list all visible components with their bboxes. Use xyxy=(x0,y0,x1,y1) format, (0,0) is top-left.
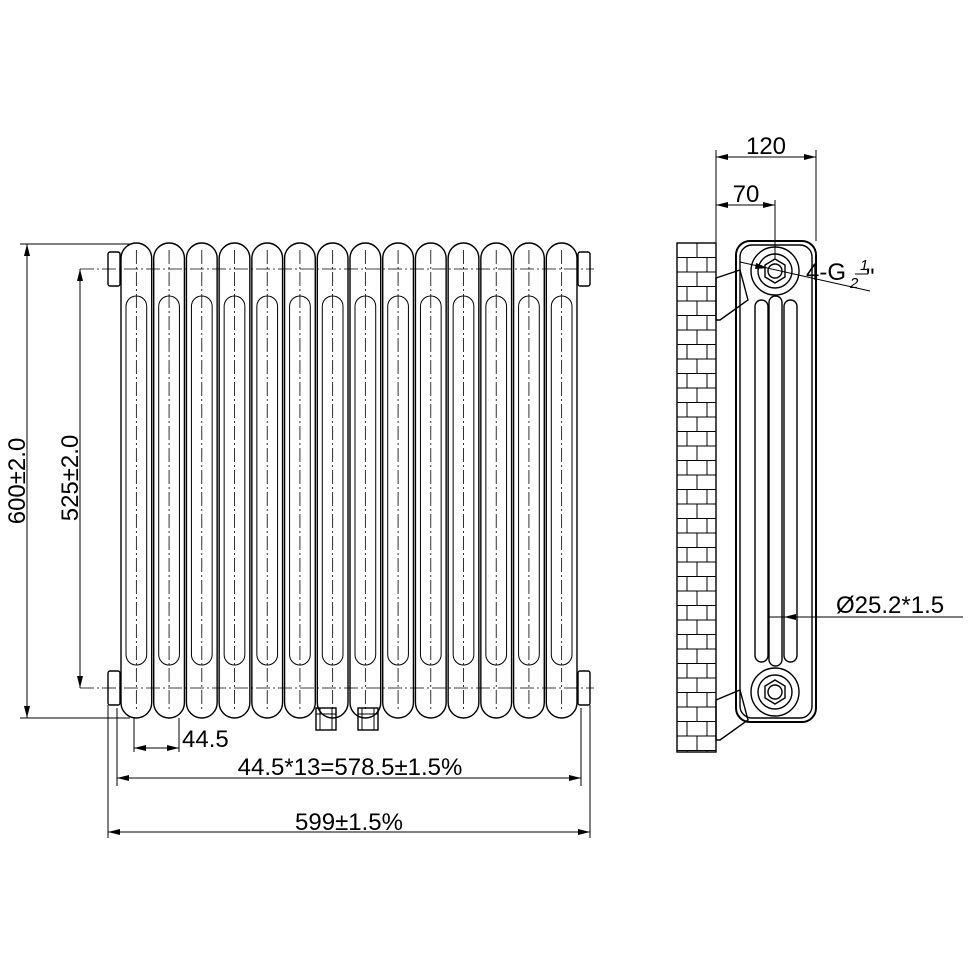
header-end-caps xyxy=(107,251,591,706)
radiator-column xyxy=(153,242,186,719)
wall-brackets xyxy=(715,269,749,741)
radiator-columns xyxy=(120,242,578,719)
dimension-pitch: 44.5 xyxy=(133,718,229,753)
radiator-column xyxy=(251,242,284,719)
pitch-label: 44.5 xyxy=(182,726,229,753)
radiator-column xyxy=(512,242,545,719)
radiator-column xyxy=(218,242,251,719)
center-height-label: 525±2.0 xyxy=(57,435,84,522)
radiator-column xyxy=(414,242,447,719)
dimension-overall-width: 599±1.5% xyxy=(107,705,591,838)
front-view: 600±2.0 525±2.0 44.5 44.5*13=578.5±1.5% xyxy=(4,242,594,838)
radiator-column xyxy=(480,242,513,719)
radiator-column xyxy=(120,242,153,719)
connection-label-prefix: 4-G xyxy=(806,259,846,286)
connection-callout: 4-G 1 2 " xyxy=(739,257,875,292)
connection-fraction-num: 1 xyxy=(860,257,868,274)
header-center-lines xyxy=(80,268,594,689)
dimension-center-height: 525±2.0 xyxy=(57,269,84,688)
tube-diameter-callout: Ø25.2*1.5 xyxy=(768,592,963,620)
side-view: 120 70 4-G 1 2 " Ø25.2*1.5 xyxy=(676,133,963,753)
depth-label: 120 xyxy=(746,133,786,160)
overall-height-label: 600±2.0 xyxy=(4,438,31,525)
connection-fraction-den: 2 xyxy=(849,275,859,292)
radiator-column xyxy=(283,242,316,719)
radiator-column xyxy=(316,242,349,719)
radiator-column xyxy=(382,242,415,719)
wall-brick xyxy=(676,242,717,753)
connection-label-suffix: " xyxy=(866,264,875,291)
overall-width-label: 599±1.5% xyxy=(295,809,403,836)
radiator-column xyxy=(185,242,218,719)
radiator-section-body xyxy=(735,240,817,723)
bottom-valves xyxy=(315,707,379,731)
dimension-overall-height: 600±2.0 xyxy=(4,243,130,719)
radiator-column xyxy=(545,242,578,719)
dimension-center-span: 44.5*13=578.5±1.5% xyxy=(116,708,582,786)
svg-text:4-G: 4-G xyxy=(806,259,846,286)
radiator-column xyxy=(349,242,382,719)
tube-diameter-label: Ø25.2*1.5 xyxy=(836,592,944,619)
dimension-depth: 120 xyxy=(715,133,817,243)
radiator-column xyxy=(447,242,480,719)
connection-offset-label: 70 xyxy=(733,181,760,208)
dimension-connection-offset: 70 xyxy=(716,181,776,260)
center-span-label: 44.5*13=578.5±1.5% xyxy=(238,754,463,781)
